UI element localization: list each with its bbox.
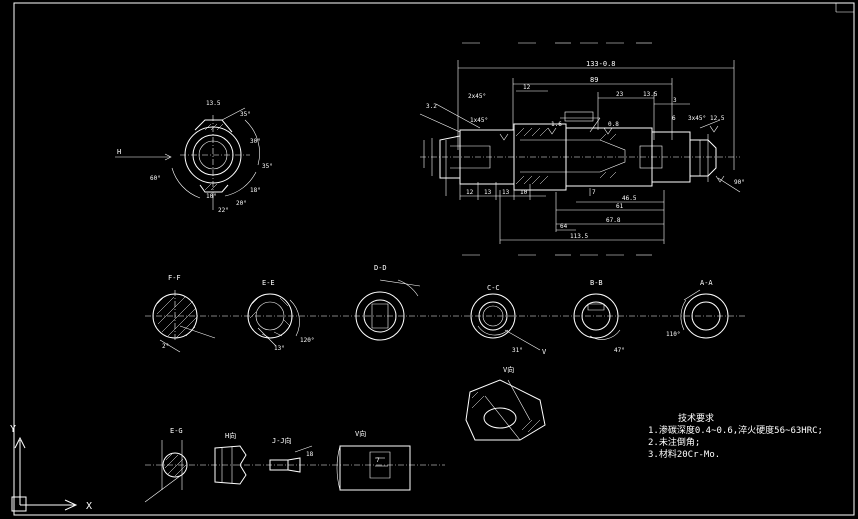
section-eg (144, 440, 188, 503)
main-shaft-view (419, 42, 741, 256)
dim-b-67-8: 67.8 (606, 217, 621, 224)
sec-v: V (542, 348, 547, 356)
label-hh: H向 (225, 431, 236, 440)
dim-6: 6 (672, 115, 676, 122)
dim-3x45: 3x45° (688, 115, 706, 122)
notes-line-3: 3.材料20Cr-Mo. (648, 450, 721, 460)
dim-2x45: 2x45° (468, 93, 486, 100)
dim-b-61: 61 (616, 203, 624, 210)
ucs-icon (11, 436, 78, 512)
dim-3: 3 (673, 97, 677, 104)
sec-7: 7 (376, 457, 380, 464)
dim-b-90deg: 90° (734, 179, 745, 186)
notes-line-1: 1.渗碳深度0.4~0.6,淬火硬度56~63HRC; (648, 426, 823, 436)
dim-b-46-5: 46.5 (622, 195, 637, 202)
sec-47deg: 47° (614, 347, 625, 354)
flange-22: 22° (218, 207, 229, 214)
flange-18: 18° (250, 187, 261, 194)
label-vv-right: V向 (503, 365, 514, 374)
dim-13-5: 13.5 (643, 91, 658, 98)
flange-10: 10° (206, 193, 217, 200)
view-hh (214, 445, 247, 485)
dim-b-12: 12 (466, 189, 474, 196)
sec-2deg: 2° (162, 343, 169, 350)
flange-60: 60° (150, 175, 161, 182)
ucs-x-label: X (86, 501, 92, 512)
dim-b-10: 10 (520, 189, 528, 196)
dim-b-113-5: 113.5 (570, 233, 588, 240)
view-vv (336, 445, 411, 491)
dim-12: 12 (523, 84, 531, 91)
label-dd: D-D (374, 264, 387, 272)
flange-35b: 35° (262, 163, 273, 170)
flange-30: 30° (250, 138, 261, 145)
section-ff (152, 290, 216, 353)
sec-110deg: 110° (666, 331, 680, 338)
notes-line-2: 2.未注倒角; (648, 438, 701, 448)
section-cc (470, 293, 541, 351)
bottom-dimensions: 12 13 13 10 7 46.5 61 67.8 64 113.5 90° (466, 179, 745, 240)
technical-notes: 技术要求 1.渗碳深度0.4~0.6,淬火硬度56~63HRC; 2.未注倒角;… (648, 413, 848, 461)
dim-b-13b: 13 (502, 189, 510, 196)
section-aa (680, 289, 729, 339)
view-jj (269, 445, 313, 473)
label-ee: E-E (262, 279, 275, 287)
dim-12-5: 12.5 (710, 115, 725, 122)
top-dimensions: 133-0.8 89 12 23 13.5 3 2x45° 1x45° 3x45… (426, 60, 725, 128)
section-ee (247, 293, 300, 347)
label-vv: V向 (355, 429, 366, 438)
drawing-frame (13, 2, 855, 516)
dim-0-8: 0.8 (608, 121, 619, 128)
sec-120deg: 120° (300, 337, 314, 344)
label-cc: C-C (487, 284, 500, 292)
dim-1-6: 1.6 (551, 121, 562, 128)
label-h: H (117, 148, 121, 156)
sec-31deg: 31° (512, 347, 523, 354)
dim-89: 89 (590, 76, 598, 84)
ucs-y-label: Y (10, 424, 16, 435)
label-aa: A-A (700, 279, 713, 287)
dim-overall: 133-0.8 (586, 60, 616, 68)
flange-dimensions: 13.5 35° 30° 35° 60° 18° 20° 22° 10° (150, 100, 273, 214)
dim-23: 23 (616, 91, 624, 98)
sec-18: 18 (306, 451, 314, 458)
label-eg: E-G (170, 427, 183, 435)
dim-b-13a: 13 (484, 189, 492, 196)
section-dd (355, 279, 421, 341)
flange-35a: 35° (240, 111, 251, 118)
dim-1x45: 1x45° (470, 117, 488, 124)
flange-13-5: 13.5 (206, 100, 221, 107)
flange-20: 20° (236, 200, 247, 207)
view-v-detail (465, 379, 546, 441)
dim-b-64: 64 (560, 223, 568, 230)
dim-3-2: 3.2 (426, 103, 437, 110)
sec-13deg: 13° (274, 345, 285, 352)
section-bb (573, 293, 621, 340)
notes-title: 技术要求 (678, 414, 715, 424)
dim-b-7: 7 (592, 189, 596, 196)
label-ff: F-F (168, 274, 181, 282)
label-jj: J-J向 (272, 436, 292, 445)
flange-end-view (115, 107, 260, 210)
section-dimensions: 2° 13° 120° 31° 47° 110° V 7 18 (162, 331, 680, 464)
label-bb: B-B (590, 279, 603, 287)
section-labels: F-F E-E D-D C-C B-B A-A E-G H向 J-J向 V向 V… (117, 148, 713, 445)
